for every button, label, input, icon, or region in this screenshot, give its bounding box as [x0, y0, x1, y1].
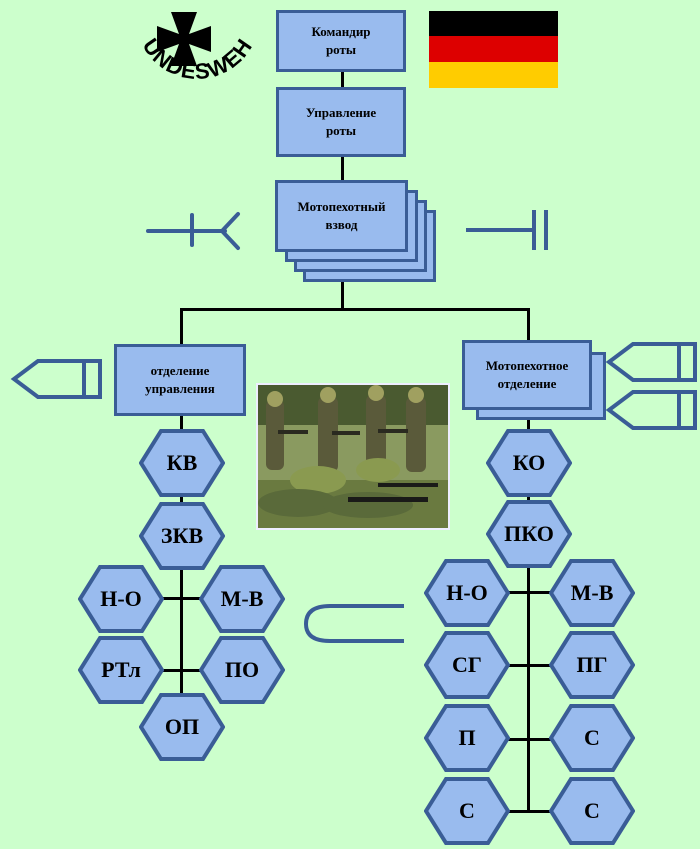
management-box: Управление роты: [276, 87, 406, 157]
platoon-box: Мотопехотный взвод: [275, 180, 408, 252]
right-tree-trunk: [527, 415, 530, 810]
connector-right-drop: [527, 308, 530, 341]
right-tree-branch-3: [505, 738, 555, 741]
connector-bus: [180, 308, 530, 311]
right-tree-branch-4: [505, 810, 555, 813]
hex-right-s-3: С: [549, 776, 635, 846]
connector-left-drop: [180, 308, 183, 346]
hex-right-n-o: Н-О: [424, 558, 510, 628]
right-tree-branch-2: [505, 664, 555, 667]
hex-left-rtl: РТл: [78, 635, 164, 705]
hex-right-p: П: [424, 703, 510, 773]
connector-platoon-bus: [341, 280, 344, 310]
hex-commander-section: КО: [486, 428, 572, 498]
infantry-section-box: Мотопехотное отделение: [462, 340, 592, 410]
hq-section-box: отделение управления: [114, 344, 246, 416]
hex-right-m-v: М-В: [549, 558, 635, 628]
connector-commander-management: [341, 70, 344, 88]
right-tree-branch-1: [505, 591, 555, 594]
hex-left-n-o: Н-О: [78, 564, 164, 634]
hex-right-sg: СГ: [424, 630, 510, 700]
german-flag: [429, 11, 558, 88]
hex-deputy-commander: ЗКВ: [139, 501, 225, 571]
hex-left-m-v: М-В: [199, 564, 285, 634]
hex-deputy-section: ПКО: [486, 499, 572, 569]
hex-right-pg: ПГ: [549, 630, 635, 700]
svg-text:BUNDESWEHR: BUNDESWEHR: [0, 0, 257, 84]
hex-right-s-1: С: [549, 703, 635, 773]
left-tree-branch-1: [160, 597, 205, 600]
soldiers-photo: [256, 383, 450, 530]
hex-left-op: ОП: [139, 692, 225, 762]
left-tree-trunk: [180, 415, 183, 725]
hex-left-po: ПО: [199, 635, 285, 705]
hex-right-s-2: С: [424, 776, 510, 846]
commander-box: Командир роты: [276, 10, 406, 72]
connector-management-platoon: [341, 155, 344, 180]
hex-commander-platoon: КВ: [139, 428, 225, 498]
left-tree-branch-2: [160, 669, 205, 672]
